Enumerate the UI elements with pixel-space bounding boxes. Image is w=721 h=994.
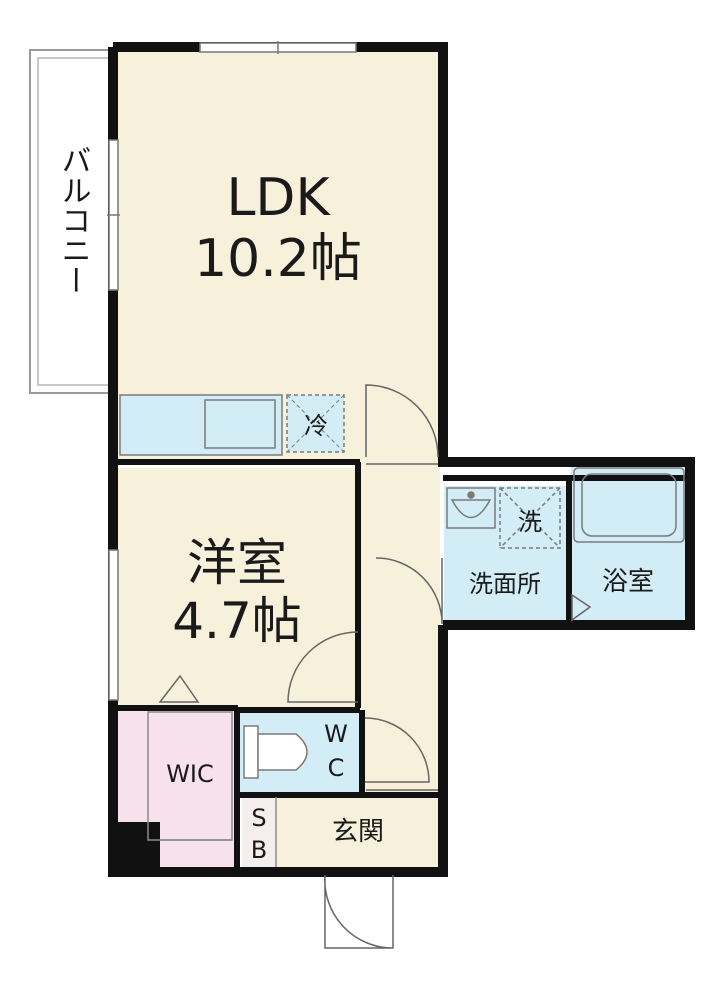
western-room-size: 4.7帖 (172, 592, 302, 650)
shoebox-label-b: B (251, 836, 267, 864)
toilet-label-w: W (324, 720, 348, 748)
bathtub (573, 467, 685, 543)
ldk-room-name: LDK (226, 168, 331, 228)
kitchen-sink (204, 399, 276, 449)
western-room-door (287, 631, 359, 703)
windows (107, 41, 357, 701)
bathroom-floor (571, 466, 687, 620)
entrance-label: 玄関 (332, 817, 384, 847)
wic-details (147, 711, 233, 841)
fridge-label: 冷 (304, 412, 328, 440)
kitchen: 冷 (119, 394, 345, 456)
bath-door-marker (571, 593, 592, 622)
washroom-floor (444, 486, 567, 620)
washer-space (499, 487, 561, 549)
ldk-floor (118, 52, 438, 460)
washroom-fixtures (446, 487, 561, 549)
western-room-floor (118, 468, 355, 708)
washer-label: 洗 (518, 508, 542, 536)
western-room-name: 洋室 (187, 534, 287, 592)
ldk-door (365, 384, 439, 458)
hallway-floor (355, 460, 440, 795)
washroom-label: 洗面所 (469, 570, 541, 598)
doors (158, 384, 592, 949)
balcony: バルコニー (29, 49, 113, 394)
entrance-floor (276, 797, 438, 867)
shoebox-floor (242, 797, 276, 867)
fridge-space: 冷 (286, 394, 345, 453)
bathroom-label: 浴室 (602, 567, 654, 597)
balcony-label: バルコニー (56, 145, 91, 295)
wic-label: WIC (166, 760, 214, 788)
toilet-door (364, 717, 430, 783)
washroom-door (375, 557, 443, 625)
shoebox-label-s: S (251, 804, 266, 832)
toilet-label-c: C (328, 754, 345, 782)
washbasin (446, 487, 496, 529)
entrance-door (324, 874, 394, 949)
walls (108, 42, 695, 877)
wic-door-marker (158, 674, 200, 703)
ldk-room-size: 10.2帖 (194, 229, 362, 289)
toilet-fixture (243, 725, 308, 779)
